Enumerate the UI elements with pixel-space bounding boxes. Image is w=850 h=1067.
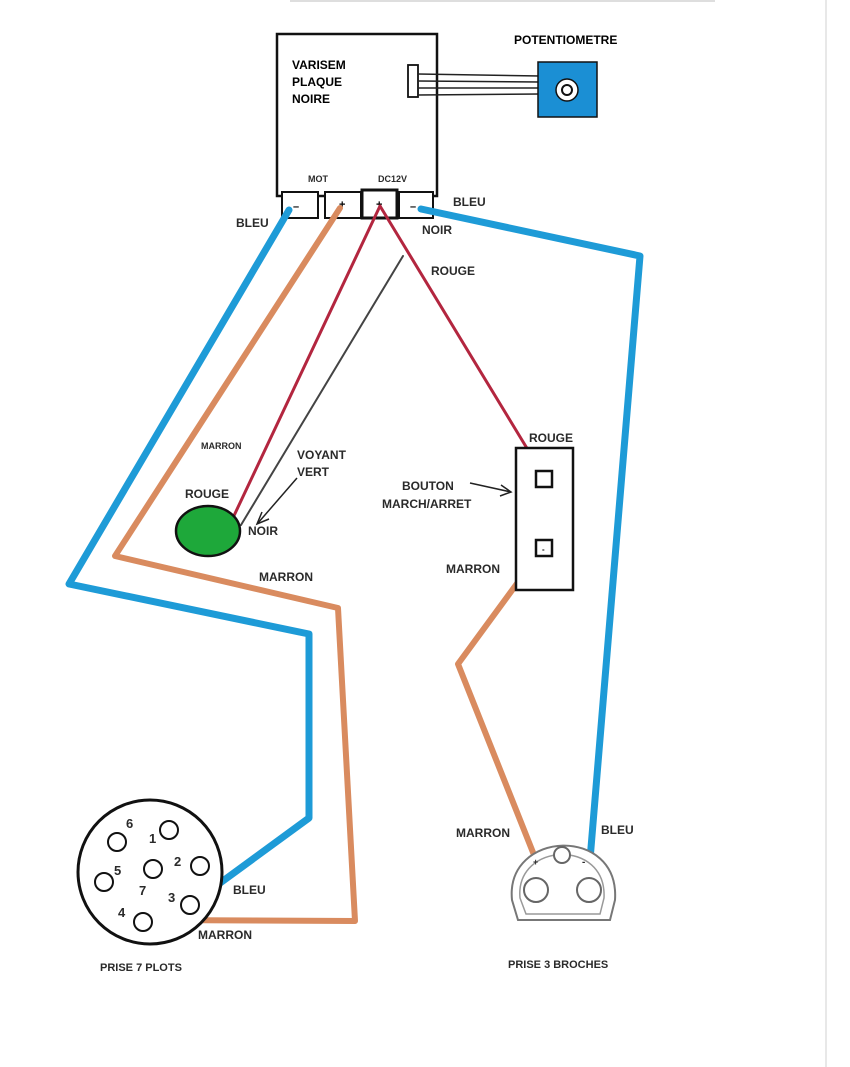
module-title-line3: NOIRE (292, 92, 330, 106)
plug7-pin-6 (107, 832, 127, 852)
plug7-pin-label-2: 2 (174, 854, 181, 869)
plug7-pin-label-5: 5 (114, 863, 121, 878)
label-marron-plug3: MARRON (456, 826, 510, 840)
plug7-pin-7 (143, 859, 163, 879)
label-rouge-top: ROUGE (431, 264, 475, 278)
plug3-pin-right (576, 877, 602, 903)
potentiometer: POTENTIOMETRE (417, 33, 617, 118)
voyant-pointer-head (255, 511, 270, 526)
plug7-title: PRISE 7 PLOTS (100, 962, 182, 974)
green-led (174, 504, 242, 558)
plug7-pin-label-1: 1 (149, 831, 156, 846)
blue-wire-motor (65, 206, 313, 909)
plug3-pin-plus: + (533, 857, 538, 867)
label-bleu-plug7: BLEU (233, 883, 266, 897)
pot-wire-2 (417, 80, 541, 83)
label-voyant-line1: VOYANT (297, 448, 347, 462)
potentiometer-label: POTENTIOMETRE (514, 33, 617, 47)
label-bleu-right: BLEU (453, 195, 486, 209)
plug7-pin-label-3: 3 (168, 890, 175, 905)
label-rouge-led: ROUGE (185, 487, 229, 501)
pot-wire-4 (417, 93, 541, 96)
pot-wire-1 (417, 73, 541, 77)
switch-minus: - (542, 545, 545, 554)
terminal-plus-1: + (339, 199, 345, 211)
label-rouge-switch: ROUGE (529, 431, 573, 445)
switch-terminal-top (534, 469, 554, 489)
label-marron-plug7: MARRON (198, 928, 252, 942)
label-marron-mid: MARRON (259, 570, 313, 584)
plug7-pin-2 (190, 856, 210, 876)
pot-knob (561, 84, 573, 96)
plug3-pin-earth (553, 846, 571, 864)
led-indicator (174, 477, 298, 558)
terminal-strip: – + + – (281, 188, 434, 220)
red-wire-switch (378, 204, 547, 480)
brown-wire-motor (112, 205, 358, 924)
plug7-pin-label-4: 4 (118, 905, 126, 920)
plug7-pin-1 (159, 820, 179, 840)
dc12v-label: DC12V (378, 174, 407, 184)
label-bouton-line1: BOUTON (402, 479, 454, 493)
bouton-pointer-head (499, 484, 513, 497)
terminal-minus-2: – (410, 201, 416, 213)
switch-body (514, 446, 575, 592)
module-title-line2: PLAQUE (292, 75, 342, 89)
label-marron-switch: MARRON (446, 562, 500, 576)
on-off-switch: - (469, 446, 575, 592)
label-noir-led: NOIR (248, 524, 278, 538)
label-marron-small: MARRON (201, 441, 242, 451)
plug7-pin-label-7: 7 (139, 883, 146, 898)
plug-7-pin: 1 2 3 4 5 6 7 PRISE 7 PLOTS (76, 798, 224, 974)
brown-wire-switch (455, 545, 546, 863)
label-bleu-plug3: BLEU (601, 823, 634, 837)
terminal-minus-1: – (293, 201, 299, 213)
plug7-pin-label-6: 6 (126, 816, 133, 831)
label-voyant-line2: VERT (297, 465, 330, 479)
label-noir-top: NOIR (422, 223, 452, 237)
plug-3-pin: + - PRISE 3 BROCHES (508, 844, 617, 971)
terminal-mot-plus (324, 191, 362, 219)
module-title-line1: VARISEM (292, 58, 346, 72)
plug7-pin-3 (180, 895, 200, 915)
black-wire-led (240, 255, 404, 526)
terminal-dc-plus (360, 188, 399, 220)
wire-labels: BLEU BLEU NOIR ROUGE MARRON VOYANT VERT … (185, 195, 634, 942)
red-wire-led (229, 204, 382, 524)
label-bouton-line2: MARCH/ARRET (382, 497, 472, 511)
plug7-pin-4 (133, 912, 153, 932)
mot-label: MOT (308, 174, 328, 184)
blue-wire-supply (417, 205, 644, 900)
voyant-pointer (257, 477, 298, 524)
bouton-pointer (469, 482, 512, 493)
varisem-module: VARISEM PLAQUE NOIRE MOT DC12V – + + – (275, 32, 439, 220)
pot-connector (407, 64, 419, 98)
plug3-pin-left (523, 877, 549, 903)
plug3-title: PRISE 3 BROCHES (508, 959, 608, 971)
plug7-pin-5 (94, 872, 114, 892)
switch-terminal-bottom (534, 538, 554, 558)
plug3-pin-minus: - (582, 857, 585, 868)
label-bleu-left: BLEU (236, 216, 269, 230)
